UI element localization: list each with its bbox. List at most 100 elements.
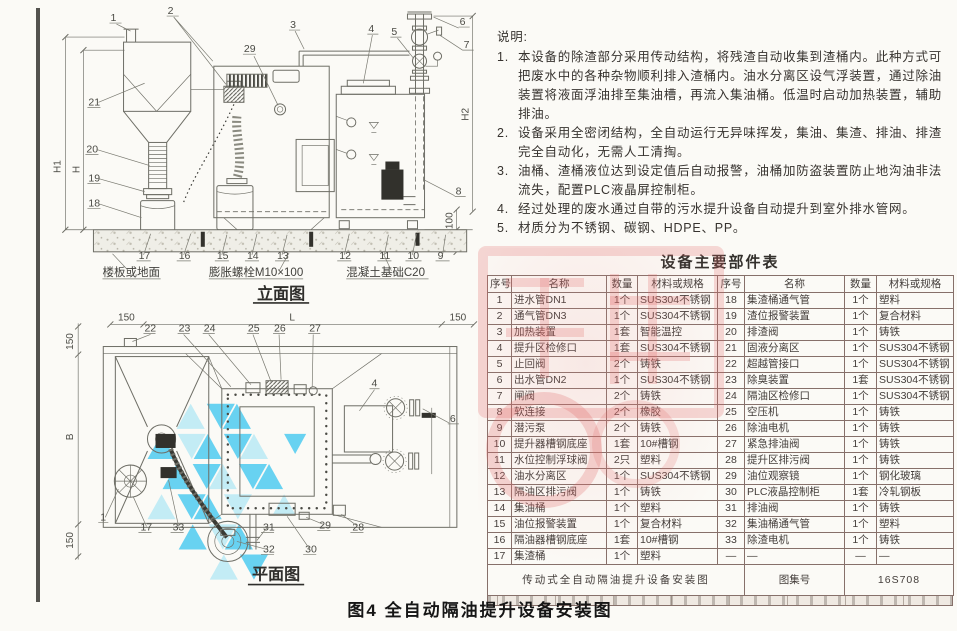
cell-seq-right: —	[717, 548, 745, 565]
slag-separation-tank	[123, 28, 245, 242]
col-header-name-left: 名称	[511, 275, 607, 293]
plan-callout-1: 1	[100, 511, 106, 523]
plan-title: 平面图	[252, 566, 300, 584]
cell-material-left: 10#槽钢	[637, 532, 718, 549]
cell-qty-left: 2个	[606, 388, 638, 405]
cell-seq-right: 25	[717, 404, 745, 421]
cell-name-left: 提升器槽钢底座	[511, 436, 607, 453]
cell-name-right: 紧急排油阀	[744, 436, 845, 453]
col-header-seq-left: 序号	[487, 275, 512, 293]
cell-seq-right: 18	[717, 292, 745, 309]
cell-seq-right: 20	[717, 324, 745, 341]
oil-water-separator-tank	[213, 50, 410, 237]
cell-qty-left: 1个	[606, 500, 638, 517]
cell-material-left: 铸铁	[637, 356, 718, 373]
callout-16: 16	[179, 250, 191, 262]
cell-seq-left: 6	[487, 372, 512, 389]
notes-section: 说明: 1. 本设备的除渣部分采用传动结构，将残渣自动收集到渣桶内。此种方式可把…	[497, 28, 955, 238]
cell-seq-left: 14	[487, 500, 512, 517]
callout-9: 9	[438, 250, 444, 262]
cell-material-right: SUS304不锈钢	[876, 340, 954, 357]
cell-qty-left: 1个	[606, 292, 638, 309]
callout-13: 13	[277, 250, 289, 262]
cell-name-left: 隔油区排污阀	[511, 484, 607, 501]
callout-18: 18	[88, 198, 100, 210]
cell-qty-left: 1个	[606, 484, 638, 501]
callout-1: 1	[111, 12, 117, 24]
figure-caption: 图4 全自动隔油提升设备安装图	[347, 601, 613, 620]
cell-seq-left: 12	[487, 468, 512, 485]
plan-callout-24: 24	[204, 322, 216, 334]
cell-qty-right: 1个	[844, 468, 877, 485]
lifting-tank	[335, 79, 426, 230]
plan-callout-30: 30	[305, 543, 317, 555]
notes-list: 1. 本设备的除渣部分采用传动结构，将残渣自动收集到渣桶内。此种方式可把废水中的…	[497, 48, 955, 238]
callout-15: 15	[217, 250, 229, 262]
plan-callout-28: 28	[352, 521, 364, 533]
cell-name-right: 超越管接口	[744, 356, 845, 373]
cell-material-left: 塑料	[637, 548, 718, 565]
plan-lifting-tank	[185, 353, 382, 550]
cell-material-left: 10#槽钢	[637, 436, 718, 453]
table-row: 9 潜污泵 2个 铸铁 26 除油电机 1个 铸铁	[487, 420, 954, 437]
note-item: 4. 经过处理的废水通过自带的污水提升设备自动提升到室外排水管网。	[497, 200, 955, 219]
table-row: 16 隔油器槽钢底座 1套 10#槽钢 33 除渣电机 1个 铸铁	[487, 532, 954, 549]
callout-29: 29	[244, 43, 256, 55]
callout-2: 2	[168, 5, 174, 17]
cell-material-right: SUS304不锈钢	[876, 388, 954, 405]
table-row: 3 加热装置 1套 智能温控 20 排渣阀 1个 铸铁	[487, 324, 954, 341]
plan-callout-31: 31	[263, 521, 275, 533]
cell-seq-right: 29	[717, 468, 745, 485]
callout-3: 3	[290, 19, 296, 31]
cell-name-left: 出水管DN2	[511, 372, 607, 389]
cyan-watermark	[147, 403, 307, 580]
label-concrete: 混凝土基础C20	[346, 265, 425, 279]
cell-qty-left: 1套	[606, 340, 638, 357]
cell-qty-right: 1个	[844, 404, 877, 421]
cell-name-right: 隔油区检修口	[744, 388, 845, 405]
plan-dimensions: 150 L 150 150 B 150	[65, 312, 478, 560]
dim-H1: H1	[52, 160, 63, 173]
cell-name-right: 排油阀	[744, 500, 845, 517]
plan-callout-29: 29	[319, 519, 331, 531]
table-row: 12 油水分离区 1个 SUS304不锈钢 29 油位观察镜 1个 钢化玻璃	[487, 468, 954, 485]
cell-seq-left: 17	[487, 548, 512, 565]
cell-material-left: 橡胶	[637, 404, 718, 421]
table-row: 1 进水管DN1 1个 SUS304不锈钢 18 集渣桶通气管 1个 塑料	[487, 292, 954, 309]
cell-qty-left: 1个	[606, 516, 638, 533]
cell-qty-left: 1个	[606, 308, 638, 325]
table-row: 11 水位控制浮球阀 2只 塑料 28 提升区排污阀 1个 铸铁	[487, 452, 954, 469]
col-header-material-left: 材料或规格	[637, 275, 718, 293]
cell-seq-left: 16	[487, 532, 512, 549]
atlas-number-label: 图集号	[744, 564, 845, 596]
cell-name-right: 排渣阀	[744, 324, 845, 341]
cell-qty-left: 2只	[606, 452, 638, 469]
cell-name-left: 隔油器槽钢底座	[511, 532, 607, 549]
cell-material-left: 智能温控	[637, 324, 718, 341]
cell-material-left: 铸铁	[637, 484, 718, 501]
callout-5: 5	[391, 26, 397, 38]
plan-outlet-valves	[343, 395, 436, 475]
cell-seq-right: 22	[717, 356, 745, 373]
col-header-qty-right: 数量	[844, 275, 877, 293]
cell-seq-left: 1	[487, 292, 512, 309]
elevation-labels: 楼板或地面 膨胀螺栓M10×100 混凝土基础C20 立面图	[102, 252, 429, 304]
cell-name-left: 潜污泵	[511, 420, 607, 437]
plan-callout-4: 4	[371, 378, 377, 390]
cell-seq-right: 33	[717, 532, 745, 549]
cell-material-left: SUS304不锈钢	[637, 292, 718, 309]
cell-seq-left: 15	[487, 516, 512, 533]
cell-material-right: 铸铁	[876, 404, 954, 421]
cell-seq-left: 7	[487, 388, 512, 405]
cell-material-right: —	[876, 548, 954, 565]
cell-qty-right: 1套	[844, 372, 877, 389]
plan-dim-150-leftbottom: 150	[65, 532, 76, 549]
callout-21: 21	[88, 96, 100, 108]
elevation-callouts: 1 2 3 4 5 6 7 8 21 20 19 18 29	[85, 5, 474, 262]
cell-seq-right: 26	[717, 420, 745, 437]
cell-seq-right: 24	[717, 388, 745, 405]
cell-material-left: SUS304不锈钢	[637, 372, 718, 389]
cell-name-left: 油位报警装置	[511, 516, 607, 533]
cell-qty-left: 1个	[606, 468, 638, 485]
